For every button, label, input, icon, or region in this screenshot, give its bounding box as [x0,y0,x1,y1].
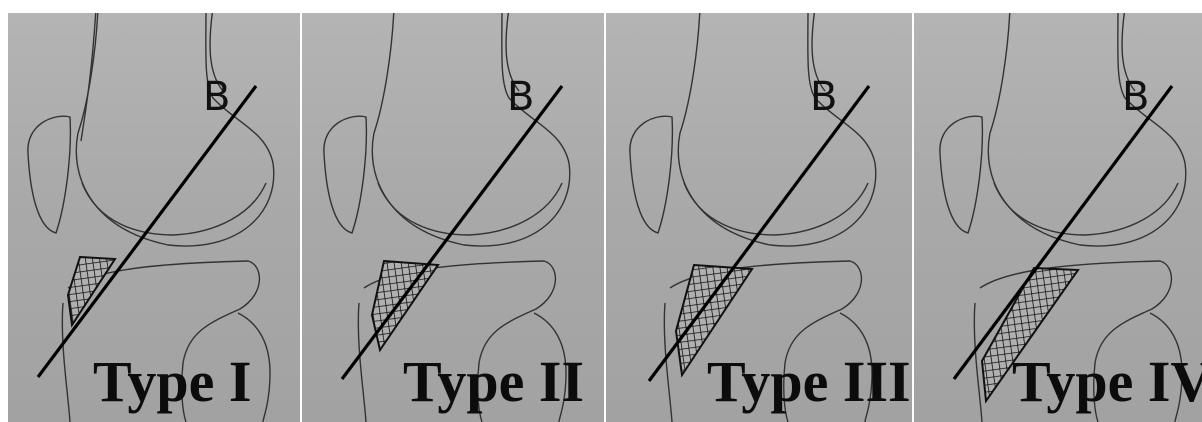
type-label: Type I [93,353,251,411]
panel-type-3: B Type III [606,13,912,422]
line-b-label: B [1122,77,1149,117]
type-label: Type III [707,353,911,411]
panel-type-1: B Type I [8,13,300,422]
line-b-label: B [810,77,837,117]
panel-type-2: B Type II [302,13,604,422]
type-label: Type IV [1012,353,1202,411]
panel-type-4: B Type IV [914,13,1202,422]
line-b-label: B [507,77,534,117]
line-b-label: B [203,77,230,117]
type-label: Type II [403,353,584,411]
